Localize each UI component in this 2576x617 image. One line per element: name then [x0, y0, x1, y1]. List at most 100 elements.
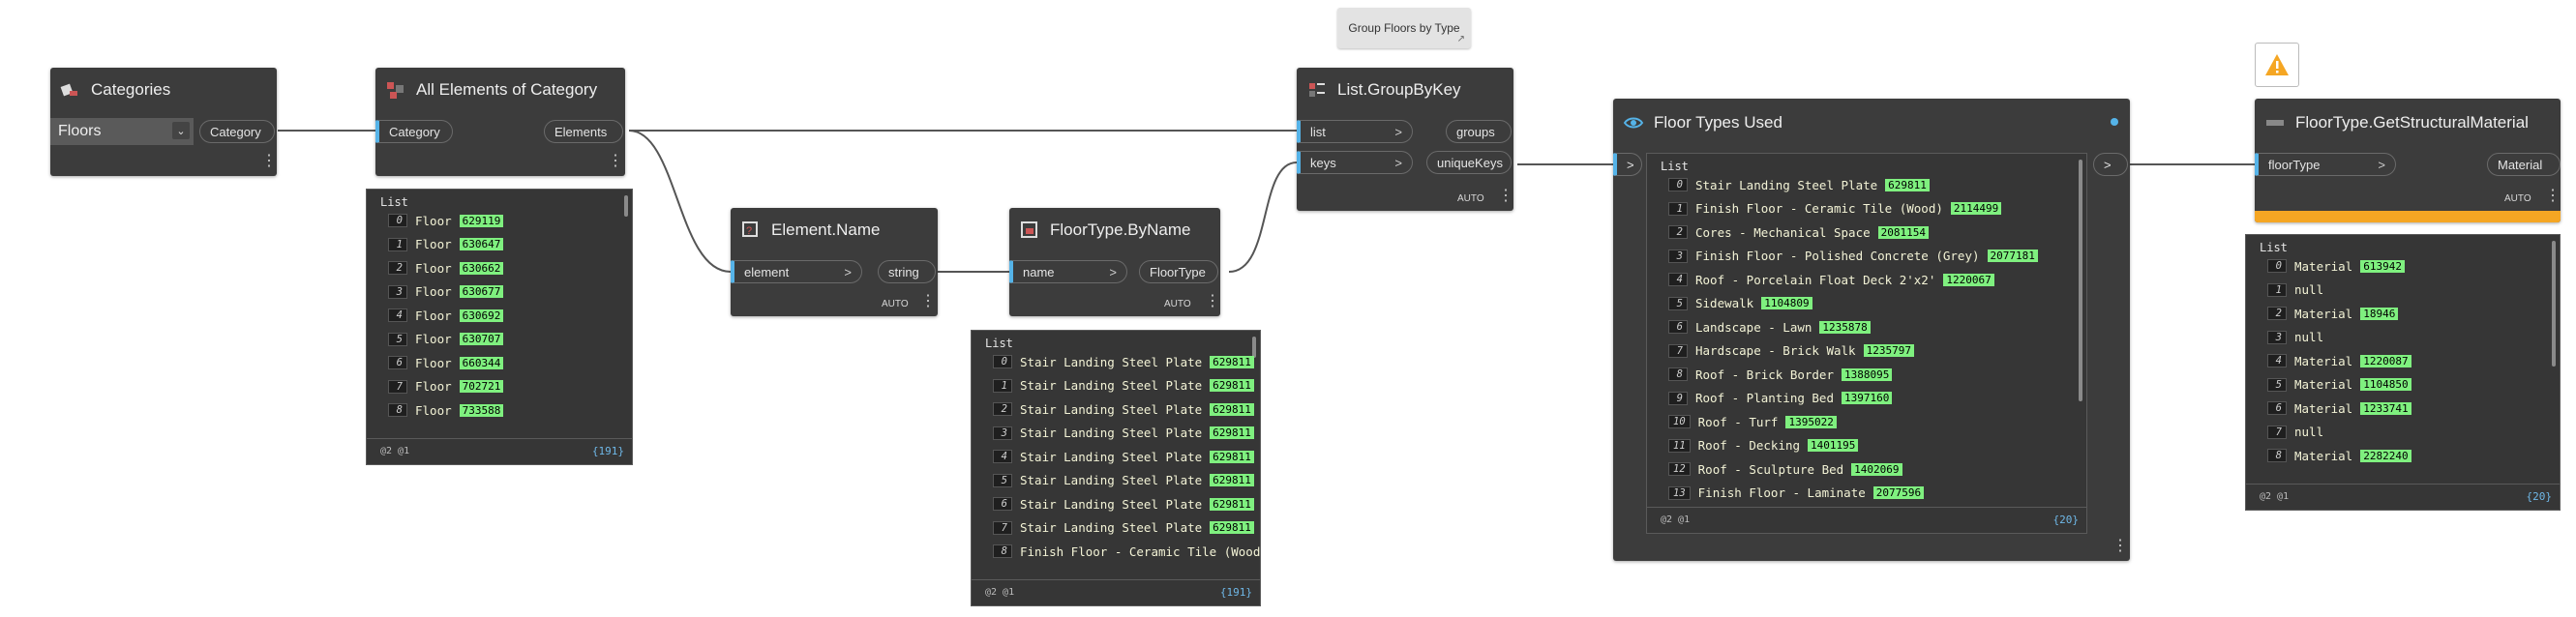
input-port-watch[interactable]: >	[1613, 153, 1642, 176]
node-header[interactable]: List.GroupByKey	[1297, 68, 1513, 112]
output-port-floortype[interactable]: FloorType	[1139, 260, 1218, 283]
node-menu-icon[interactable]: ⋮	[261, 153, 277, 169]
element-id-badge[interactable]: 629811	[1210, 521, 1254, 534]
lacing-label[interactable]: AUTO	[882, 299, 909, 309]
element-id-badge[interactable]: 1388095	[1842, 367, 1893, 381]
node-header[interactable]: FloorType.GetStructuralMaterial	[2255, 99, 2561, 147]
preview-footer: @2 @1 {191}	[972, 579, 1260, 605]
element-id-badge[interactable]: 1104850	[2360, 378, 2411, 391]
item-index: 7	[2267, 425, 2287, 439]
element-id-badge[interactable]: 702721	[459, 380, 504, 393]
output-port-uniquekeys[interactable]: uniqueKeys	[1426, 151, 1512, 174]
lacing-label[interactable]: AUTO	[1164, 299, 1191, 309]
input-port-list[interactable]: list>	[1297, 120, 1413, 143]
element-id-badge[interactable]: 18946	[2360, 307, 2399, 320]
scrollbar[interactable]	[2552, 241, 2556, 367]
output-port-groups[interactable]: groups	[1446, 120, 1512, 143]
category-dropdown[interactable]: Floors ⌄	[50, 118, 194, 145]
output-port-watch[interactable]: >	[2093, 153, 2128, 176]
output-port-category[interactable]: Category	[199, 120, 275, 143]
node-menu-icon[interactable]: ⋮	[2545, 188, 2561, 204]
element-id-badge[interactable]: 1235878	[1819, 320, 1871, 334]
element-id-badge[interactable]: 1397160	[1842, 392, 1893, 404]
node-menu-icon[interactable]: ⋮	[1498, 188, 1513, 204]
input-port-name[interactable]: name>	[1009, 260, 1127, 283]
element-id-badge[interactable]: 630662	[459, 261, 504, 275]
scrollbar[interactable]	[1252, 337, 1256, 358]
element-id-badge[interactable]: 1220067	[1943, 273, 1994, 286]
element-id-badge[interactable]: 2081154	[1877, 225, 1929, 239]
input-port-keys[interactable]: keys>	[1297, 151, 1413, 174]
structural-material-node[interactable]: FloorType.GetStructuralMaterial floorTyp…	[2255, 99, 2561, 222]
node-menu-icon[interactable]: ⋮	[1205, 293, 1220, 309]
node-header[interactable]: FloorType.ByName	[1009, 208, 1220, 252]
element-id-badge[interactable]: 629811	[1210, 450, 1254, 463]
input-port-element[interactable]: element>	[731, 260, 862, 283]
categories-node[interactable]: Categories Floors ⌄ Category ⋮	[50, 68, 277, 176]
element-id-badge[interactable]: 1395022	[1785, 415, 1837, 428]
element-id-badge[interactable]: 733588	[459, 403, 504, 417]
element-id-badge[interactable]: 1220087	[2360, 354, 2411, 367]
element-id-badge[interactable]: 1104809	[1761, 297, 1812, 309]
element-id-badge[interactable]: 1401195	[1808, 439, 1859, 452]
output-port-elements[interactable]: Elements	[544, 120, 623, 143]
node-menu-icon[interactable]: ⋮	[608, 153, 623, 169]
groupbykey-node[interactable]: List.GroupByKey list> keys> groups uniqu…	[1297, 68, 1513, 211]
query-icon: ?	[742, 221, 758, 237]
floortype-byname-node[interactable]: FloorType.ByName name> FloorType AUTO ⋮	[1009, 208, 1220, 316]
item-text: Floor	[415, 213, 452, 228]
element-id-badge[interactable]: 2077181	[1987, 250, 2038, 262]
element-id-badge[interactable]: 630707	[459, 333, 504, 345]
item-text: Stair Landing Steel Plate	[1020, 473, 1203, 487]
output-port-material[interactable]: Material	[2487, 153, 2561, 176]
element-id-badge[interactable]: 1235797	[1863, 344, 1914, 357]
item-text: Stair Landing Steel Plate	[1020, 401, 1203, 417]
element-id-badge[interactable]: 2114499	[1950, 202, 2002, 215]
node-header[interactable]: ? Element.Name	[731, 208, 938, 252]
element-id-badge[interactable]: 629811	[1210, 379, 1254, 392]
element-id-badge[interactable]: 629811	[1210, 402, 1254, 416]
scrollbar[interactable]	[624, 195, 628, 217]
item-text: Stair Landing Steel Plate	[1695, 177, 1878, 192]
node-header[interactable]: Floor Types Used	[1613, 99, 2130, 147]
input-port-floortype[interactable]: floorType>	[2255, 153, 2396, 176]
input-port-category[interactable]: Category	[375, 120, 453, 143]
element-id-badge[interactable]: 629811	[1210, 355, 1254, 368]
element-id-badge[interactable]: 613942	[2360, 259, 2405, 273]
chevron-down-icon[interactable]: ⌄	[172, 122, 190, 139]
output-port-string[interactable]: string	[878, 260, 936, 283]
node-menu-icon[interactable]: ⋮	[920, 293, 936, 309]
element-id-badge[interactable]: 1233741	[2360, 401, 2411, 415]
element-id-badge[interactable]: 630647	[459, 238, 504, 250]
node-title: FloorType.GetStructuralMaterial	[2295, 113, 2529, 132]
element-id-badge[interactable]: 629119	[459, 214, 504, 227]
lacing-label[interactable]: AUTO	[2504, 193, 2531, 204]
node-header[interactable]: Categories	[50, 68, 277, 112]
element-name-node[interactable]: ? Element.Name element> string AUTO ⋮	[731, 208, 938, 316]
element-id-badge[interactable]: 2077596	[1872, 486, 1925, 499]
scrollbar[interactable]	[2079, 160, 2082, 401]
element-id-badge[interactable]: 629811	[1885, 178, 1930, 191]
element-id-badge[interactable]: 630692	[459, 308, 504, 322]
all-elements-node[interactable]: All Elements of Category Category Elemen…	[375, 68, 625, 176]
element-id-badge[interactable]: 660344	[459, 356, 504, 369]
group-note[interactable]: Group Floors by Type ↗	[1337, 8, 1471, 48]
element-id-badge[interactable]: 629811	[1210, 497, 1254, 511]
node-header[interactable]: All Elements of Category	[375, 68, 625, 112]
warning-bar	[2255, 211, 2561, 222]
element-id-badge[interactable]: 1402069	[1851, 462, 1902, 476]
element-id-badge[interactable]: 2282240	[2360, 449, 2411, 462]
lacing-label[interactable]: AUTO	[1457, 193, 1484, 204]
element-id-badge[interactable]: 630677	[459, 285, 504, 298]
node-menu-icon[interactable]: ⋮	[2112, 538, 2128, 554]
warning-badge[interactable]	[2255, 43, 2299, 87]
element-id-badge[interactable]: 629811	[1210, 426, 1254, 439]
element-id-badge[interactable]: 629811	[1210, 474, 1254, 486]
